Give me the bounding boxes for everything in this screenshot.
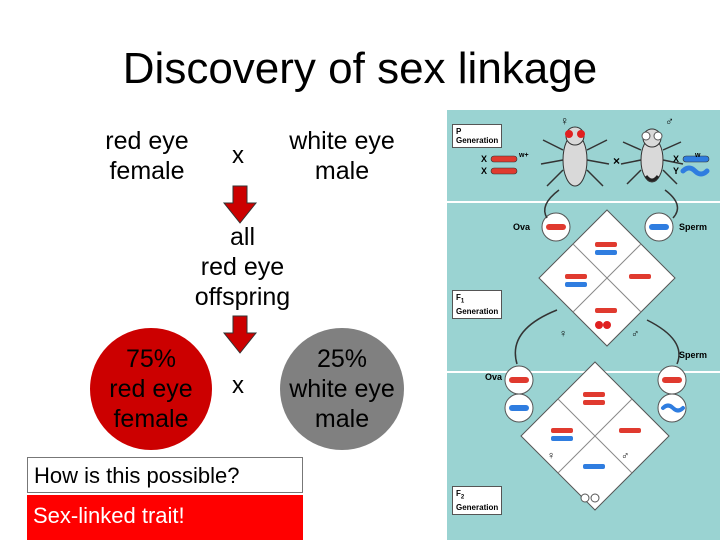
f2-generation-label: F2 Generation [452,486,503,515]
f2-female-line2: red eye [109,375,193,403]
f2-female-label: 75% red eye female [109,344,192,434]
f2-male-line2: white eye [289,375,395,403]
down-arrow-2 [222,315,258,354]
offspring-line3: offspring [194,283,291,311]
parent-male-label: white eye male [278,126,406,186]
f2-male-label: 25% white eye male [289,344,395,434]
offspring-line1: all [229,223,255,251]
f1-generation-word: Generation [456,306,499,316]
ova-label-1: Ova [513,222,531,232]
parent-female-label: red eye female [92,126,202,186]
female-symbol: ♀ [560,114,569,128]
sperm-label-1: Sperm [679,222,708,232]
y-label: Y [673,166,680,176]
red-eye-female-ellipse: 75% red eye female [90,328,212,450]
allele-label-male: w [695,152,701,159]
male-fly-icon [620,128,684,185]
parent-female-line2: female [109,157,185,185]
f1-generation-letter: F1 [456,293,465,305]
x-label-3: X [673,154,680,164]
p-generation-letter: P [456,127,462,136]
offspring-line2: red eye [200,253,285,281]
x-label-1: X [481,154,488,164]
f1-female-symbol: ♀ [559,328,568,340]
f2-female-line3: female [113,405,189,433]
parent-male-line1: white eye [289,127,395,155]
sperm-label-2: Sperm [679,350,708,360]
sex-linkage-figure: P Generation F1 Generation F2 Generation… [447,110,720,540]
f1-male-symbol: ♂ [631,328,640,340]
parents-cross-icon: × [613,154,621,168]
figure-graphics [447,126,720,511]
f2-male-symbol: ♂ [621,450,630,462]
f2-generation-word: Generation [456,502,499,512]
parents-cross-symbol: x [232,142,244,169]
white-eye-male-ellipse: 25% white eye male [280,328,404,450]
f1-punnett-diamond [538,209,676,347]
f2-female-percent: 75% [125,345,177,373]
allele-label-female: w+ [519,152,529,159]
f2-punnett-diamond [520,361,670,511]
male-symbol: ♂ [665,114,674,128]
f2-female-symbol: ♀ [547,450,556,462]
f2-cross-symbol: x [232,372,244,399]
f1-generation-label: F1 Generation [452,290,503,319]
offspring-label: all red eye offspring [170,222,315,312]
p-generation-label: P Generation [452,124,503,148]
f2-male-percent: 25% [316,345,368,373]
f2-generation-letter: F2 [456,489,465,501]
parent-male-line2: male [314,157,370,185]
f2-male-line3: male [314,405,370,433]
question-box: How is this possible? [27,457,303,493]
down-arrow-1 [222,185,258,224]
ova-label-2: Ova [485,372,503,382]
slide-title: Discovery of sex linkage [122,44,598,93]
parent-female-line1: red eye [105,127,189,155]
p-generation-word: Generation [456,136,499,145]
female-fly-icon [540,126,610,187]
answer-box: Sex-linked trait! [27,495,303,540]
x-label-2: X [481,166,488,176]
